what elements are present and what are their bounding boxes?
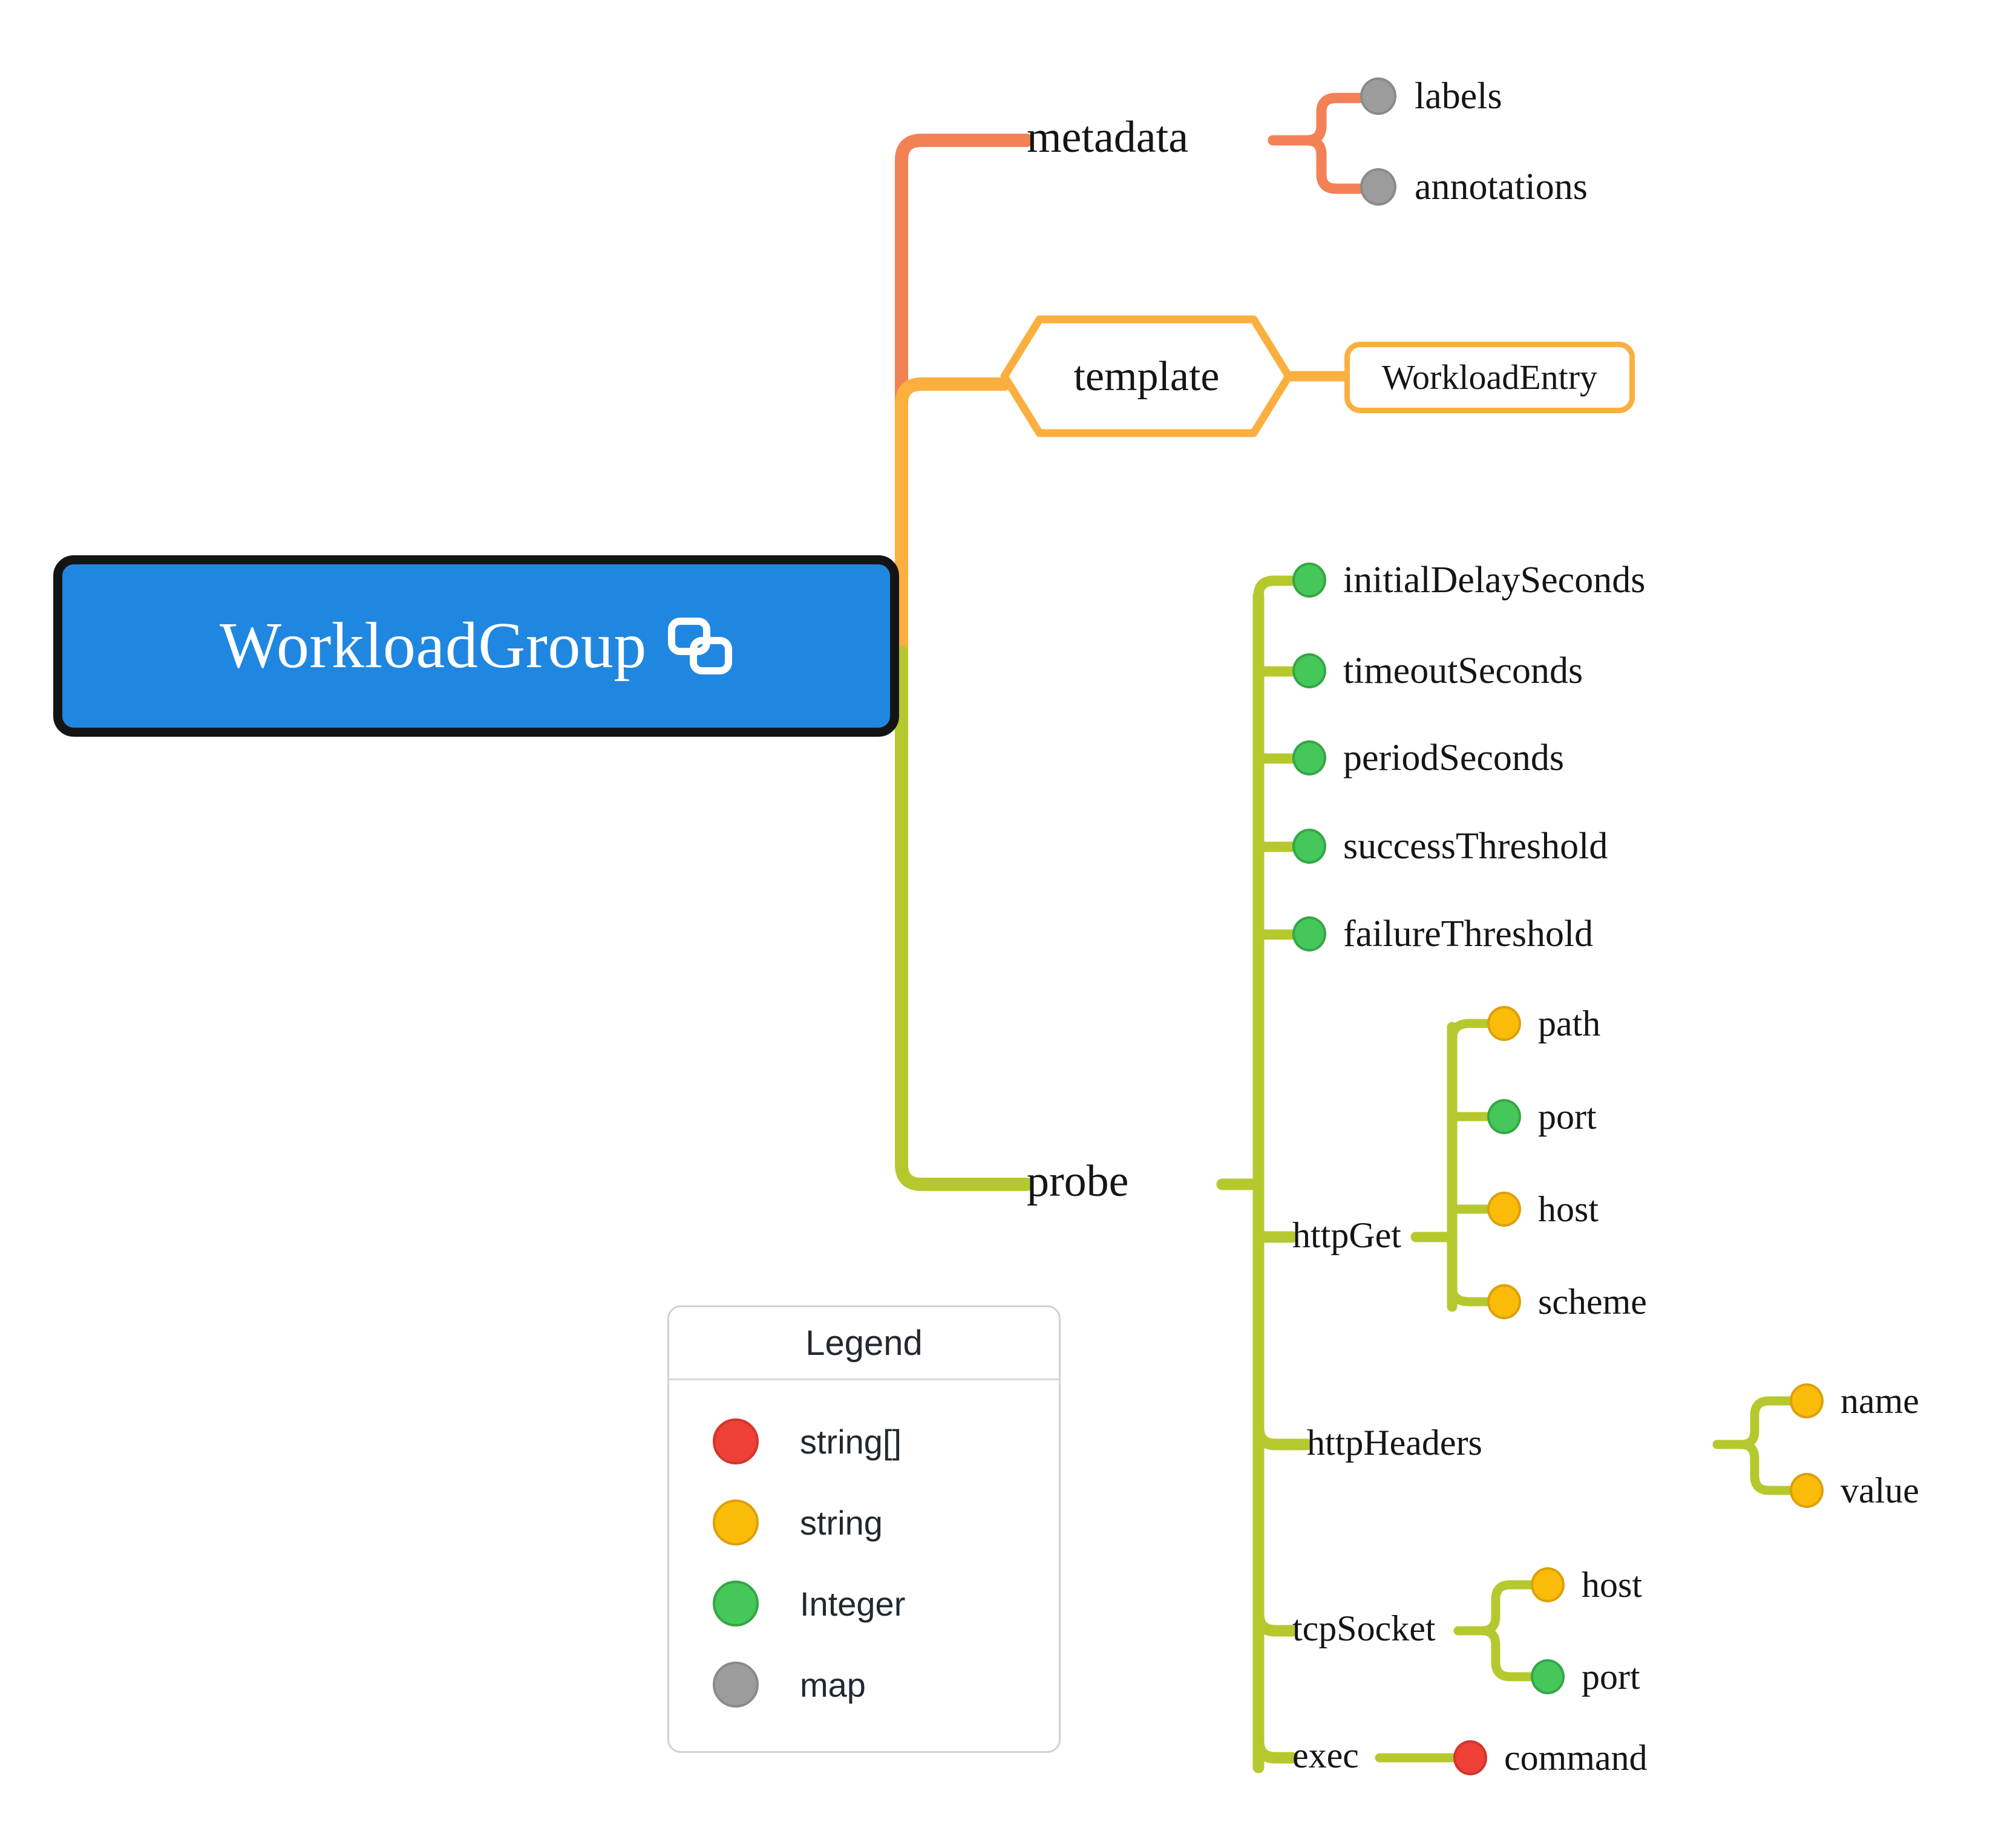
node-metadata-labels[interactable]: labels	[1360, 77, 1502, 115]
node-failurethreshold[interactable]: failureThreshold	[1292, 915, 1593, 953]
map-type-dot	[1360, 77, 1396, 115]
root-node-workloadgroup[interactable]: WorkloadGroup	[53, 555, 899, 737]
node-httpheaders-name[interactable]: name	[1790, 1383, 1919, 1419]
string-type-dot	[1487, 1284, 1521, 1319]
string-type-dot	[1790, 1383, 1824, 1418]
node-httpheaders-value[interactable]: value	[1790, 1472, 1919, 1509]
node-exec-command[interactable]: command	[1453, 1740, 1648, 1776]
edge-root-probe	[895, 645, 1033, 1191]
edge-probe-httpheaders	[1252, 1421, 1313, 1451]
legend-row-integer: Integer	[713, 1563, 1059, 1644]
integer-type-dot	[1292, 829, 1326, 864]
node-metadata-label: metadata	[1027, 113, 1189, 162]
node-httpget-port-label: port	[1538, 1097, 1597, 1137]
node-tcpsocket-port-label: port	[1582, 1657, 1640, 1697]
string-array-type-dot	[1453, 1740, 1487, 1775]
legend-row-string-array: string[]	[713, 1401, 1059, 1482]
node-periodseconds-label: periodSeconds	[1343, 737, 1565, 778]
node-metadata-annotations[interactable]: annotations	[1360, 168, 1588, 206]
node-periodseconds[interactable]: periodSeconds	[1292, 739, 1564, 777]
node-metadata-labels-label: labels	[1415, 76, 1502, 117]
integer-type-dot	[1292, 653, 1326, 688]
node-httpheaders[interactable]: httpHeaders	[1307, 1424, 1482, 1461]
legend-label-integer: Integer	[800, 1584, 906, 1623]
edge-metadata-trunk	[895, 134, 1033, 659]
edge-httpget-path	[1447, 1019, 1492, 1045]
integer-type-dot	[1292, 563, 1326, 598]
map-type-dot	[1360, 168, 1396, 206]
node-timeoutseconds[interactable]: timeoutSeconds	[1292, 652, 1583, 690]
node-tcpsocket-host[interactable]: host	[1531, 1567, 1642, 1603]
string-array-swatch-icon	[713, 1418, 759, 1464]
node-workloadentry-label: WorkloadEntry	[1381, 357, 1598, 397]
node-exec-label: exec	[1292, 1735, 1359, 1775]
node-httpheaders-label: httpHeaders	[1307, 1423, 1482, 1463]
integer-type-dot	[1531, 1659, 1565, 1694]
edge-tcpsocket-port	[1453, 1626, 1536, 1682]
node-httpget-scheme[interactable]: scheme	[1487, 1284, 1647, 1320]
integer-type-dot	[1292, 916, 1326, 951]
edge-probe-exec	[1252, 1735, 1298, 1764]
node-httpget-path[interactable]: path	[1487, 1005, 1600, 1042]
edge-metadata-annotations	[1268, 135, 1366, 194]
edge-probe-initialdelayseconds	[1253, 575, 1298, 601]
node-initialdelayseconds[interactable]: initialDelaySeconds	[1292, 561, 1645, 599]
edge-tcpsocket-host	[1453, 1580, 1536, 1636]
edge-metadata-labels	[1268, 93, 1366, 146]
node-successthreshold[interactable]: successThreshold	[1292, 827, 1608, 865]
legend-panel: Legend string[] string Integer map	[667, 1305, 1061, 1753]
legend-label-string: string	[800, 1503, 883, 1542]
node-workloadentry[interactable]: WorkloadEntry	[1344, 342, 1635, 413]
node-httpget-path-label: path	[1538, 1003, 1601, 1043]
node-timeoutseconds-label: timeoutSeconds	[1343, 650, 1583, 691]
node-exec[interactable]: exec	[1292, 1737, 1359, 1774]
node-metadata-annotations-label: annotations	[1415, 166, 1588, 207]
legend-row-map: map	[713, 1644, 1059, 1725]
node-probe-label: probe	[1027, 1157, 1129, 1206]
node-successthreshold-label: successThreshold	[1343, 826, 1608, 867]
string-type-dot	[1790, 1473, 1824, 1508]
legend-row-string: string	[713, 1482, 1059, 1563]
edge-root-template	[895, 377, 1011, 659]
integer-swatch-icon	[713, 1581, 759, 1627]
node-metadata[interactable]: metadata	[1027, 115, 1188, 160]
string-type-dot	[1487, 1006, 1521, 1041]
node-tcpsocket[interactable]: tcpSocket	[1292, 1610, 1436, 1646]
group-copy-icon	[667, 617, 733, 675]
edge-httpheaders-value	[1712, 1440, 1795, 1495]
node-template-label: template	[1073, 353, 1220, 400]
node-failurethreshold-label: failureThreshold	[1343, 913, 1594, 955]
node-httpget-host-label: host	[1538, 1189, 1599, 1229]
string-type-dot	[1531, 1567, 1565, 1602]
node-tcpsocket-port[interactable]: port	[1531, 1659, 1640, 1695]
node-initialdelayseconds-label: initialDelaySeconds	[1343, 560, 1646, 601]
edge-httpget-scheme	[1447, 1282, 1492, 1307]
template-hexagon-shape	[1000, 315, 1293, 437]
string-type-dot	[1487, 1192, 1521, 1227]
node-template[interactable]: template	[1004, 315, 1289, 439]
legend-label-map: map	[800, 1665, 866, 1704]
node-httpheaders-value-label: value	[1841, 1470, 1919, 1510]
edge-httpheaders-name	[1712, 1396, 1795, 1449]
integer-type-dot	[1292, 740, 1326, 775]
node-httpget[interactable]: httpGet	[1292, 1217, 1401, 1253]
node-probe[interactable]: probe	[1027, 1159, 1129, 1204]
edge-probe-tcpsocket	[1252, 1608, 1298, 1637]
node-httpget-host[interactable]: host	[1487, 1191, 1599, 1227]
legend-label-string-array: string[]	[800, 1422, 902, 1461]
node-httpget-scheme-label: scheme	[1538, 1282, 1647, 1322]
legend-items: string[] string Integer map	[669, 1380, 1059, 1725]
legend-title: Legend	[669, 1307, 1059, 1380]
node-httpheaders-name-label: name	[1841, 1381, 1919, 1421]
node-tcpsocket-label: tcpSocket	[1292, 1608, 1436, 1648]
node-httpget-port[interactable]: port	[1487, 1098, 1597, 1135]
node-tcpsocket-host-label: host	[1582, 1565, 1643, 1605]
node-exec-command-label: command	[1504, 1738, 1648, 1778]
integer-type-dot	[1487, 1099, 1521, 1134]
node-httpget-label: httpGet	[1292, 1215, 1401, 1255]
root-node-label: WorkloadGroup	[220, 610, 647, 682]
string-swatch-icon	[713, 1500, 759, 1545]
map-swatch-icon	[713, 1662, 759, 1708]
